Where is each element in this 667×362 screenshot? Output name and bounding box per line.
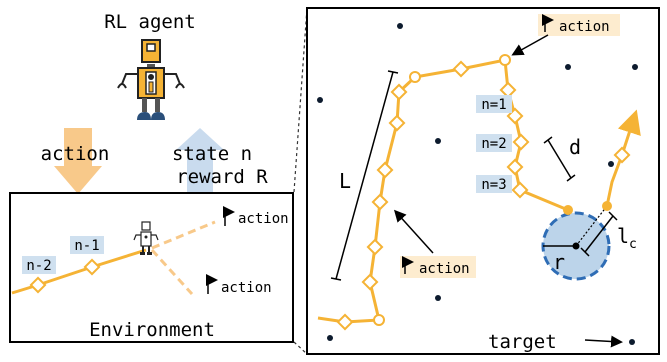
capture-length-bar-tick — [608, 211, 618, 221]
env-segment-label-bg — [22, 256, 56, 274]
agent-title: RL agent — [104, 11, 196, 33]
trajectory-node — [452, 60, 470, 78]
env-action-label: action — [238, 211, 289, 227]
spacing-label: d — [569, 135, 581, 159]
zoom-line-bottom — [293, 341, 308, 355]
right-panel: r lc L — [306, 7, 660, 355]
target-dot — [397, 23, 403, 29]
turn-arrow-icon — [402, 256, 414, 274]
spacing-bar-tick — [566, 174, 576, 182]
action-arrow-label: action — [41, 143, 110, 165]
trajectory-node — [512, 133, 530, 151]
environment-box — [9, 192, 294, 343]
length-bar-tick — [330, 277, 342, 281]
target-dot — [435, 138, 441, 144]
action-callout-label: action — [559, 19, 610, 35]
trajectory-node — [499, 81, 517, 99]
spacing-bar — [547, 139, 572, 179]
length-label: L — [339, 169, 351, 193]
small-robot-icon — [133, 221, 159, 255]
env-segment-label: n-2 — [26, 258, 51, 274]
action-callout-bg — [400, 256, 476, 278]
state-up-arrow — [176, 128, 224, 194]
action-down-arrow — [54, 128, 102, 194]
target-dot — [317, 97, 323, 103]
capture-length-bar — [584, 215, 614, 253]
zoom-box — [306, 7, 660, 355]
action-callout-pointer — [393, 209, 434, 254]
target-dot — [435, 295, 441, 301]
env-path — [11, 248, 147, 295]
turn-arrow-icon — [206, 274, 218, 294]
trajectory-node — [511, 181, 529, 199]
env-node — [29, 276, 47, 294]
trajectory-node — [336, 313, 354, 331]
segment-label: n=1 — [481, 97, 506, 113]
action-node — [409, 71, 421, 83]
left-panel: RL agent action — [9, 7, 308, 355]
radius-label: r — [553, 250, 565, 274]
segment-label-bg — [476, 134, 512, 152]
trajectory-node — [361, 273, 379, 291]
trajectory-node — [388, 114, 406, 132]
target-label: target — [488, 331, 557, 353]
action-callout-pointer — [511, 34, 549, 56]
capture-length-bar-tick — [580, 247, 590, 257]
action-callout-bg — [538, 14, 620, 36]
env-candidate-path-upper — [151, 220, 216, 250]
action-node — [499, 54, 511, 66]
turn-arrow-icon — [223, 206, 235, 226]
capture-distance-line — [575, 205, 608, 247]
segment-label: n=3 — [481, 177, 506, 193]
target-dot — [632, 64, 638, 70]
segment-label-bg — [476, 175, 512, 193]
env-segment-label: n-1 — [74, 238, 99, 254]
reward-label: reward R — [176, 166, 268, 188]
target-dot — [327, 335, 333, 341]
target-dot — [565, 64, 571, 70]
length-bar-tick — [387, 70, 399, 74]
zoom-line-top — [293, 7, 308, 193]
trajectory-node — [376, 161, 394, 179]
target-pointer — [584, 335, 623, 348]
action-node — [373, 314, 385, 326]
trajectory-node — [390, 83, 408, 101]
robot-icon — [117, 39, 185, 120]
length-bar — [335, 71, 394, 280]
target-dot — [608, 161, 614, 167]
env-action-label: action — [221, 280, 272, 296]
trajectory-node — [371, 193, 389, 211]
turn-arrow-icon — [542, 14, 554, 32]
env-segment-label-bg — [70, 236, 104, 254]
new-action-path — [605, 109, 641, 207]
segment-label: n=2 — [481, 136, 506, 152]
action-callout-label: action — [419, 261, 470, 277]
target-dot — [629, 339, 635, 345]
action-node — [563, 205, 573, 215]
state-label: state n — [172, 143, 252, 165]
trajectory-node — [613, 146, 631, 164]
spacing-bar-tick — [543, 136, 553, 144]
trajectory-node — [366, 238, 384, 256]
action-node — [602, 201, 612, 211]
segment-label-bg — [476, 95, 512, 113]
environment-title: Environment — [89, 319, 215, 341]
trajectory-path — [317, 58, 569, 324]
env-candidate-path-lower — [150, 248, 194, 296]
capture-length-label: lc — [617, 224, 637, 252]
trajectory-node — [506, 158, 524, 176]
env-node — [83, 258, 101, 276]
